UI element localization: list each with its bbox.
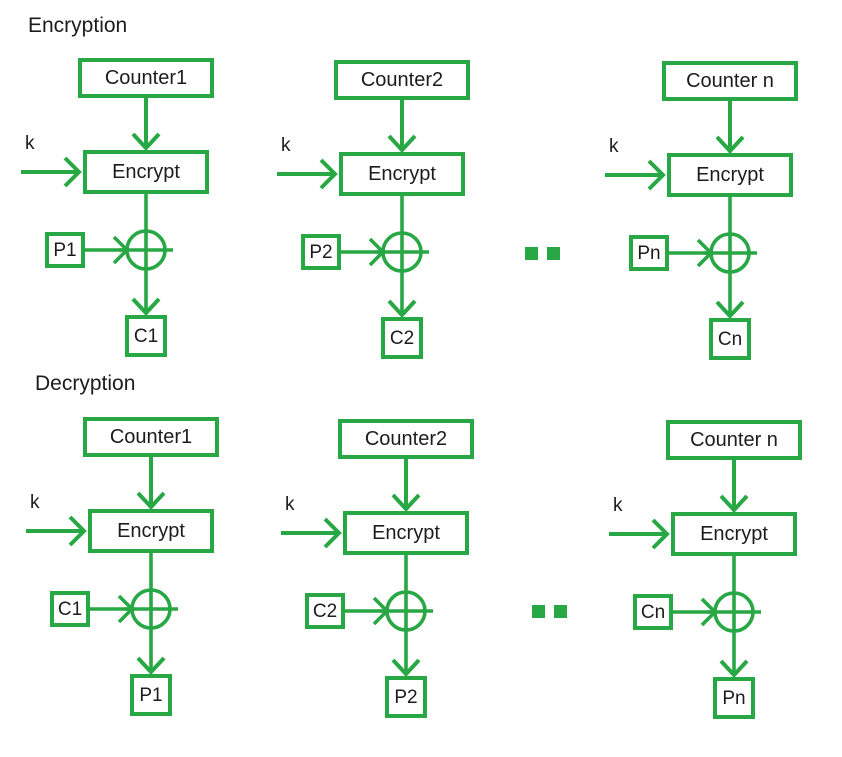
key-label: k	[609, 136, 619, 157]
plaintext-box: P1	[45, 232, 85, 268]
ciphertext-box: C2	[381, 317, 423, 359]
ciphertext-box: Cn	[709, 318, 751, 360]
key-label: k	[281, 135, 291, 156]
ctr-unit-dec-n: k Counter n Encrypt Cn Pn	[609, 412, 839, 724]
key-label: k	[25, 133, 35, 154]
ctr-unit-dec-2: k Counter2 Encrypt C2 P2	[281, 411, 511, 723]
encrypt-box: Encrypt	[339, 152, 465, 196]
counter-box: Counter1	[78, 58, 214, 98]
dot-square	[554, 605, 567, 618]
continuation-dots-icon	[525, 247, 561, 260]
plaintext-box: P2	[385, 676, 427, 718]
dot-square	[547, 247, 560, 260]
continuation-dots-icon	[532, 605, 568, 618]
counter-box: Counter n	[666, 420, 802, 460]
section-title-decryption: Decryption	[35, 372, 136, 395]
counter-box: Counter2	[338, 419, 474, 459]
counter-box: Counter2	[334, 60, 470, 100]
ctr-unit-dec-1: k Counter1 Encrypt C1 P1	[26, 409, 256, 721]
ctr-unit-enc-1: k Counter1 Encrypt P1 C1	[21, 50, 251, 362]
plaintext-box: P1	[130, 674, 172, 716]
dot-square	[532, 605, 545, 618]
encrypt-box: Encrypt	[88, 509, 214, 553]
section-title-encryption: Encryption	[28, 14, 128, 37]
key-label: k	[613, 495, 623, 516]
encrypt-box: Encrypt	[667, 153, 793, 197]
key-label: k	[285, 494, 295, 515]
ctr-unit-enc-2: k Counter2 Encrypt P2 C2	[277, 52, 507, 364]
plaintext-box: Pn	[629, 235, 669, 271]
encrypt-box: Encrypt	[343, 511, 469, 555]
ciphertext-box: Cn	[633, 594, 673, 630]
plaintext-box: Pn	[713, 677, 755, 719]
encrypt-box: Encrypt	[83, 150, 209, 194]
plaintext-box: P2	[301, 234, 341, 270]
ctr-unit-enc-n: k Counter n Encrypt Pn Cn	[605, 53, 835, 365]
counter-box: Counter n	[662, 61, 798, 101]
ciphertext-box: C1	[125, 315, 167, 357]
key-label: k	[30, 492, 40, 513]
encrypt-box: Encrypt	[671, 512, 797, 556]
ciphertext-box: C1	[50, 591, 90, 627]
counter-box: Counter1	[83, 417, 219, 457]
ciphertext-box: C2	[305, 593, 345, 629]
dot-square	[525, 247, 538, 260]
